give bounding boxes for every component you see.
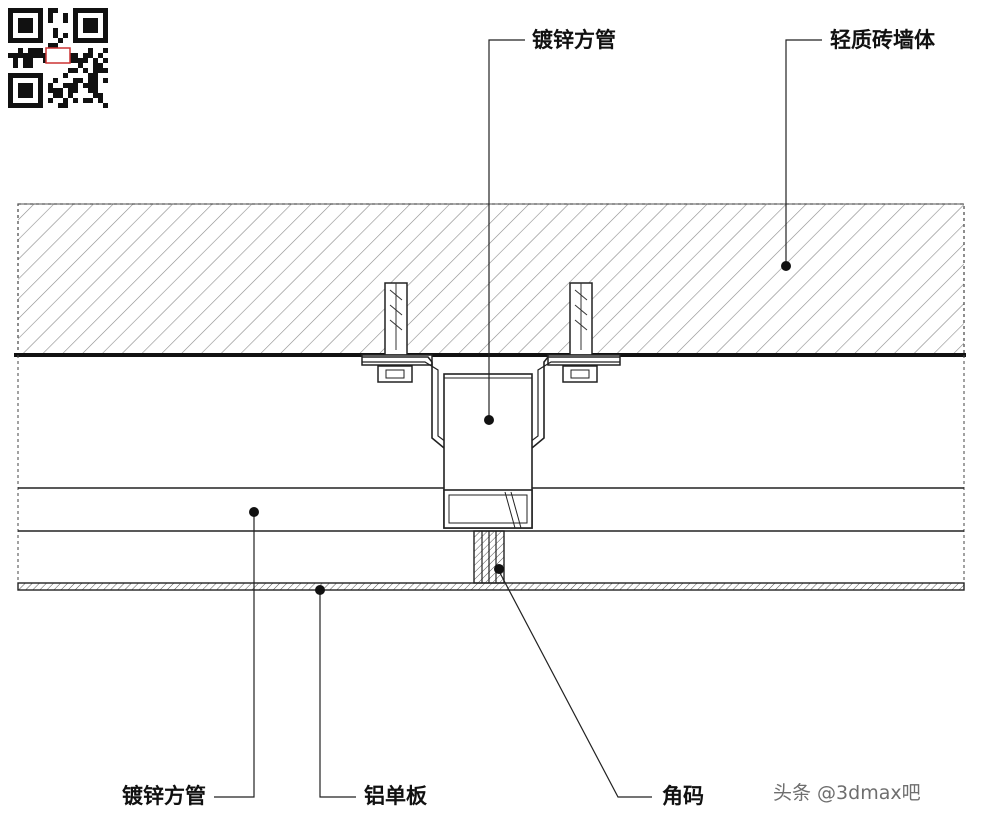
anchor-bolt-right bbox=[547, 282, 621, 383]
leader-tube-top bbox=[484, 39, 525, 425]
leader-wall bbox=[781, 39, 822, 271]
leader-bracket bbox=[494, 564, 652, 798]
label-wall: 轻质砖墙体 bbox=[830, 28, 935, 52]
leader-panel bbox=[315, 585, 356, 798]
label-tube-bottom: 镀锌方管 bbox=[122, 784, 206, 808]
angle-bracket bbox=[473, 530, 505, 584]
source-watermark: 头条 @3dmax吧 bbox=[773, 782, 921, 804]
aluminum-panel bbox=[17, 582, 965, 591]
qr-code-icon bbox=[6, 6, 110, 110]
brick-wall bbox=[17, 203, 965, 355]
anchor-bolt-left bbox=[361, 282, 433, 383]
leader-tube-bottom bbox=[214, 507, 259, 798]
vertical-square-tube bbox=[443, 373, 533, 529]
label-panel: 铝单板 bbox=[364, 784, 427, 808]
label-tube-top: 镀锌方管 bbox=[532, 28, 616, 52]
label-bracket: 角码 bbox=[662, 784, 704, 808]
